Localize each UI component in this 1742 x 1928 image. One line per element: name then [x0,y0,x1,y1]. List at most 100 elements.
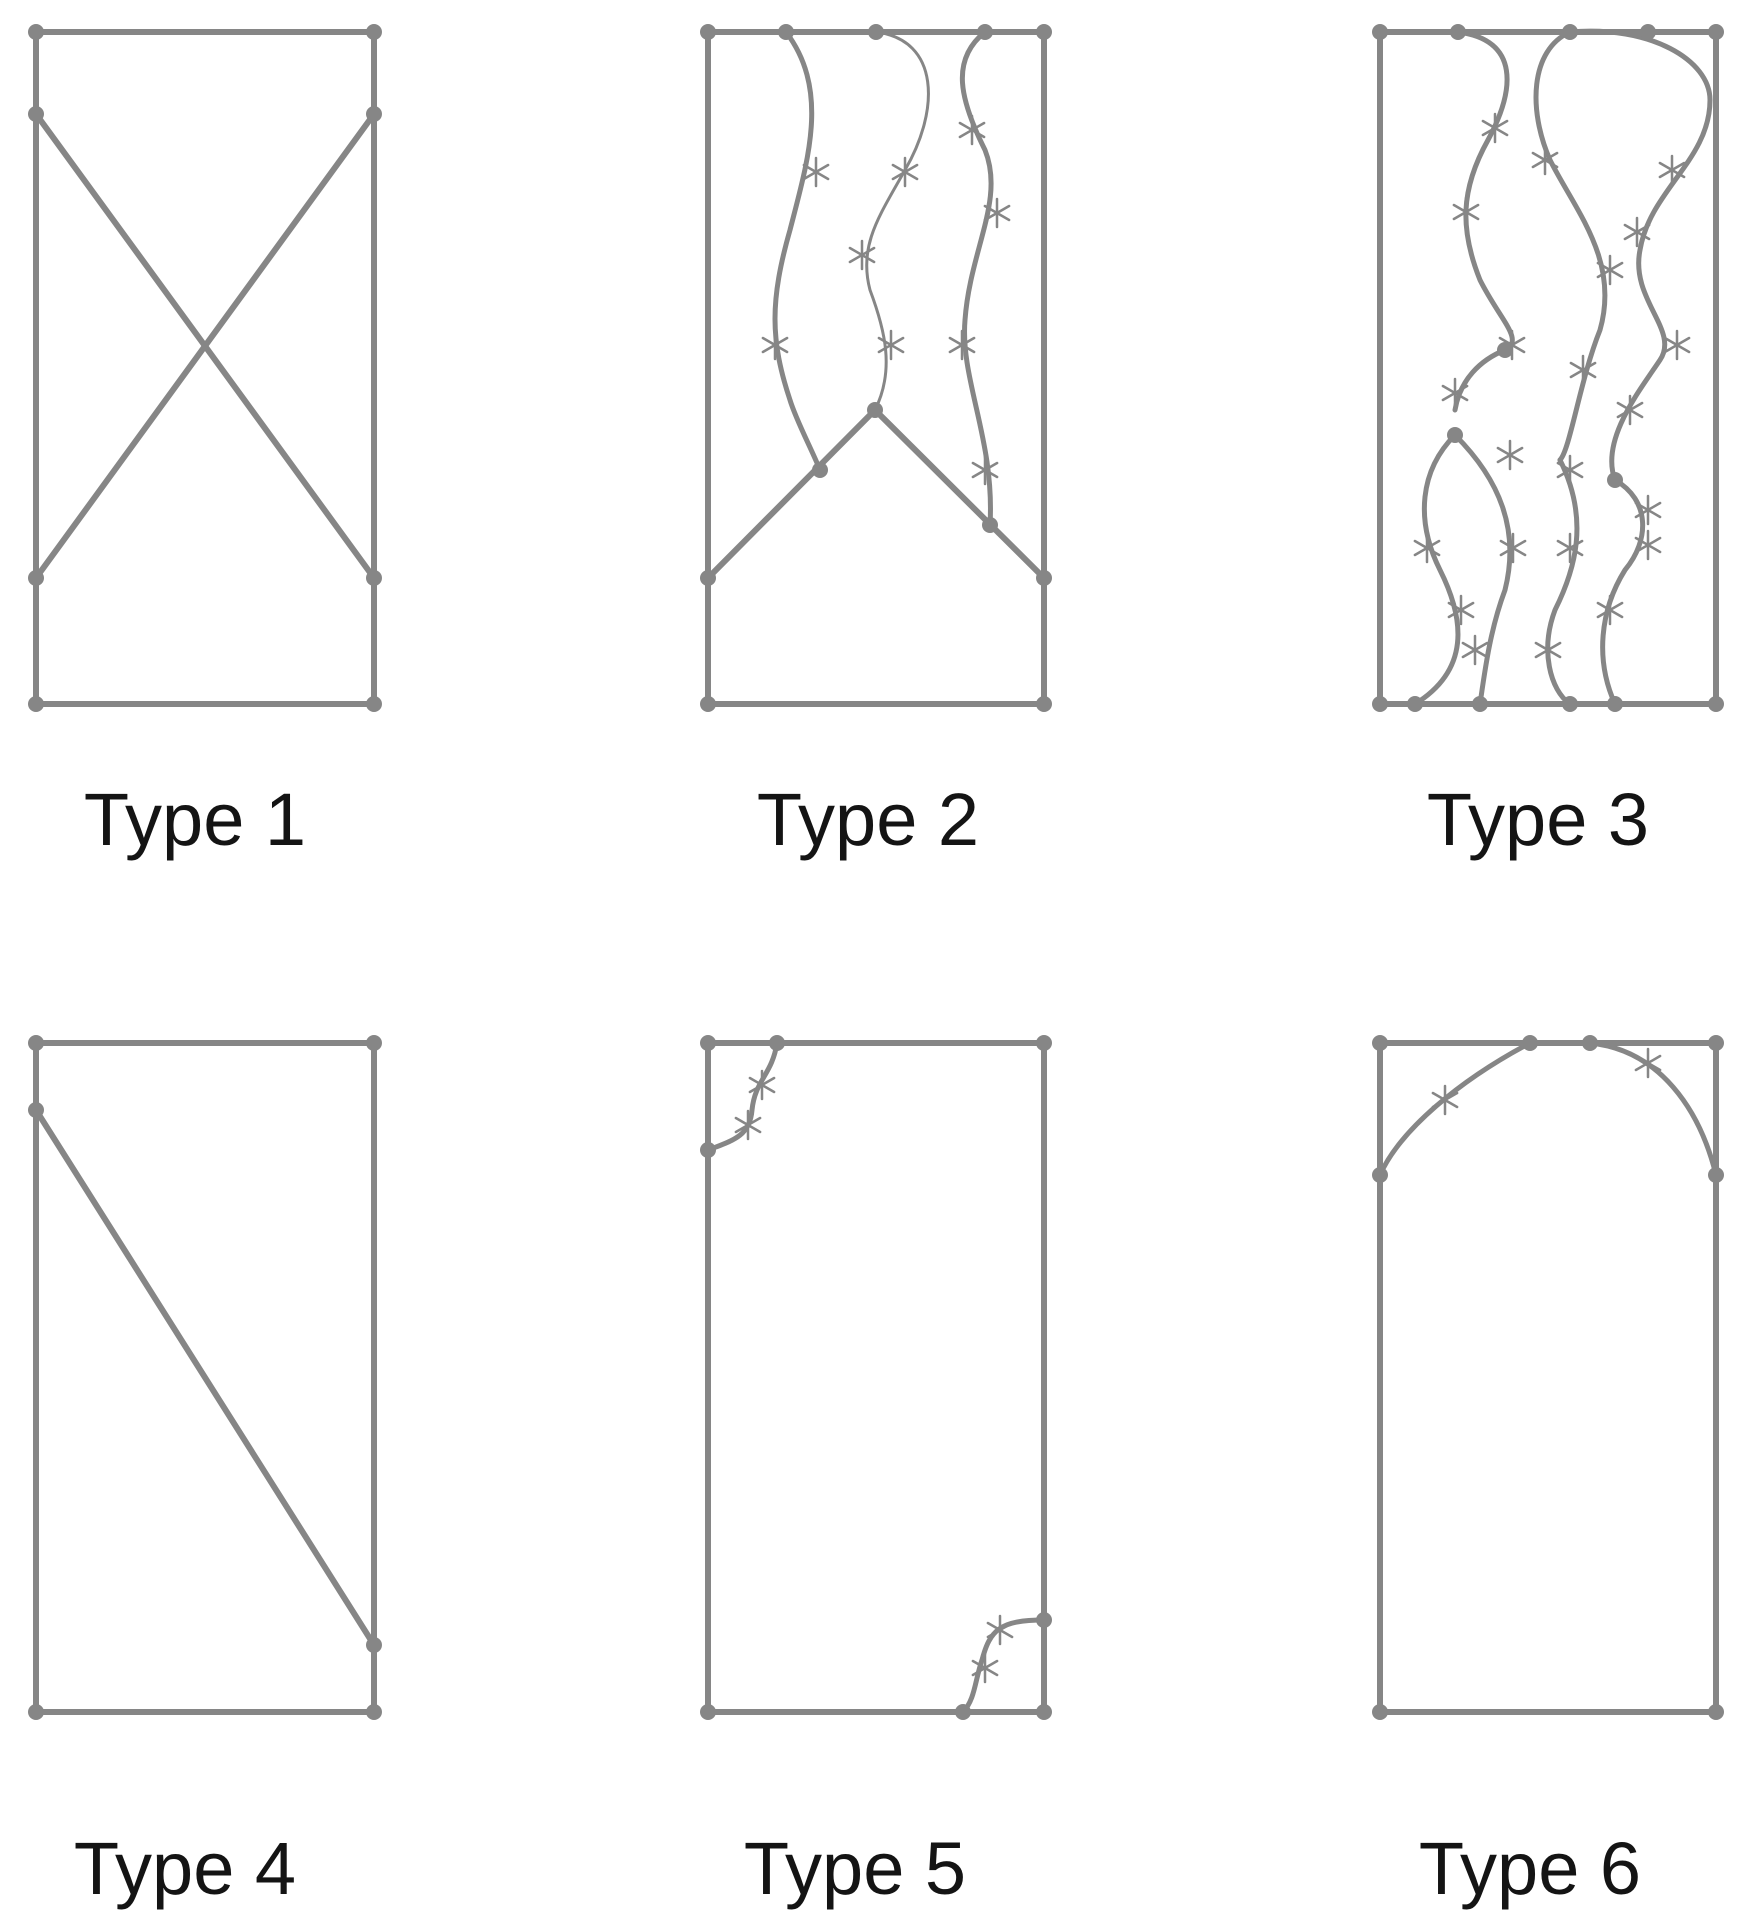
joint-node [28,1704,44,1720]
joint-node [1372,24,1388,40]
joint-node [1372,1704,1388,1720]
joint-node [868,24,884,40]
joint-node [1607,696,1623,712]
crack-marker-stroke [848,246,876,264]
diagonal-member [33,1107,377,1648]
crack-marker [802,156,830,188]
joint-node [1522,1035,1538,1051]
joint-node [1708,1035,1724,1051]
crack-curve [1452,432,1513,707]
panel-type-5: Type 5 [700,1035,1052,1910]
panel-frame [33,1040,377,1715]
joint-node [1472,696,1488,712]
panel-frame [1377,29,1719,707]
crack-marker [1481,112,1509,144]
crack-marker [1531,144,1559,176]
panel-frame [705,29,1047,707]
panel-label: Type 1 [84,778,306,861]
crack-marker-stroke [1634,1054,1662,1072]
crack-marker-stroke [891,163,919,181]
panel-type-4: Type 4 [28,1035,382,1910]
crack-marker-stroke [1663,336,1691,354]
crack-marker [1452,196,1480,228]
joint-node [1372,696,1388,712]
joint-node [867,402,883,418]
crack-marker [1634,529,1662,561]
joint-node [366,24,382,40]
crack-marker [1413,532,1441,564]
crack-curve [1545,457,1580,707]
crack-marker-stroke [948,336,976,354]
crack-marker [948,329,976,361]
crack-curve [1600,477,1646,707]
joint-node [366,1035,382,1051]
crack-marker-stroke [748,1076,776,1094]
panel-frame [705,1040,1047,1715]
crack-marker-group [1431,1047,1662,1116]
crack-marker-stroke [802,163,830,181]
crack-marker [1447,594,1475,626]
crack-marker-stroke [1658,161,1686,179]
crack-marker-stroke [1452,203,1480,221]
crack-marker-stroke [1596,261,1624,279]
joint-node [1447,427,1463,443]
joint-node [778,24,794,40]
panel-frame [33,29,377,707]
joint-node [366,570,382,586]
joint-node [1372,1035,1388,1051]
crack-marker-stroke [1623,223,1651,241]
crack-curve [960,29,994,528]
crack-marker [1499,532,1527,564]
joint-node [955,1704,971,1720]
crack-marker [971,454,999,486]
joint-node [812,462,828,478]
crack-marker [1616,394,1644,426]
joint-node [1036,696,1052,712]
crack-curve [1533,29,1608,463]
crack-marker-group [761,114,1011,486]
joint-node [28,24,44,40]
crack-marker [1623,216,1651,248]
crack-curve [1412,432,1461,707]
crack-curve [705,1040,780,1153]
crack-marker-stroke [1556,461,1584,479]
chevron-member [872,407,1047,581]
crack-marker-stroke [1461,641,1489,659]
crack-marker-stroke [1596,601,1624,619]
joint-node [28,106,44,122]
crack-marker-stroke [958,121,986,139]
crack-marker [1556,532,1584,564]
crack-marker [1431,1084,1459,1116]
joint-node [982,517,998,533]
joint-node [700,1704,716,1720]
joint-node [28,1035,44,1051]
crack-marker [1634,494,1662,526]
crack-marker-stroke [1616,401,1644,419]
panel-type-2: Type 2 [700,24,1052,861]
crack-marker-stroke [1499,539,1527,557]
joint-node [1562,696,1578,712]
crack-marker-stroke [1634,536,1662,554]
panel-label: Type 2 [757,778,979,861]
crack-marker [1596,254,1624,286]
crack-curve [1567,28,1713,483]
crack-marker-stroke [1534,641,1562,659]
crack-marker [1569,354,1597,386]
crack-curve [1452,29,1515,413]
crack-marker-stroke [1531,151,1559,169]
joint-node [1708,1167,1724,1183]
joint-node [28,696,44,712]
panel-type-3: Type 3 [1372,24,1724,861]
crack-marker-stroke [1496,446,1524,464]
joint-node [366,1637,382,1653]
joint-node [1640,24,1656,40]
crack-marker-stroke [1498,336,1526,354]
crack-marker [1663,329,1691,361]
joint-node [700,24,716,40]
crack-marker [986,1614,1014,1646]
crack-curve [1377,1040,1719,1178]
crack-curve [865,30,930,412]
crack-marker-group [734,1069,1014,1684]
crack-marker-stroke [971,1659,999,1677]
